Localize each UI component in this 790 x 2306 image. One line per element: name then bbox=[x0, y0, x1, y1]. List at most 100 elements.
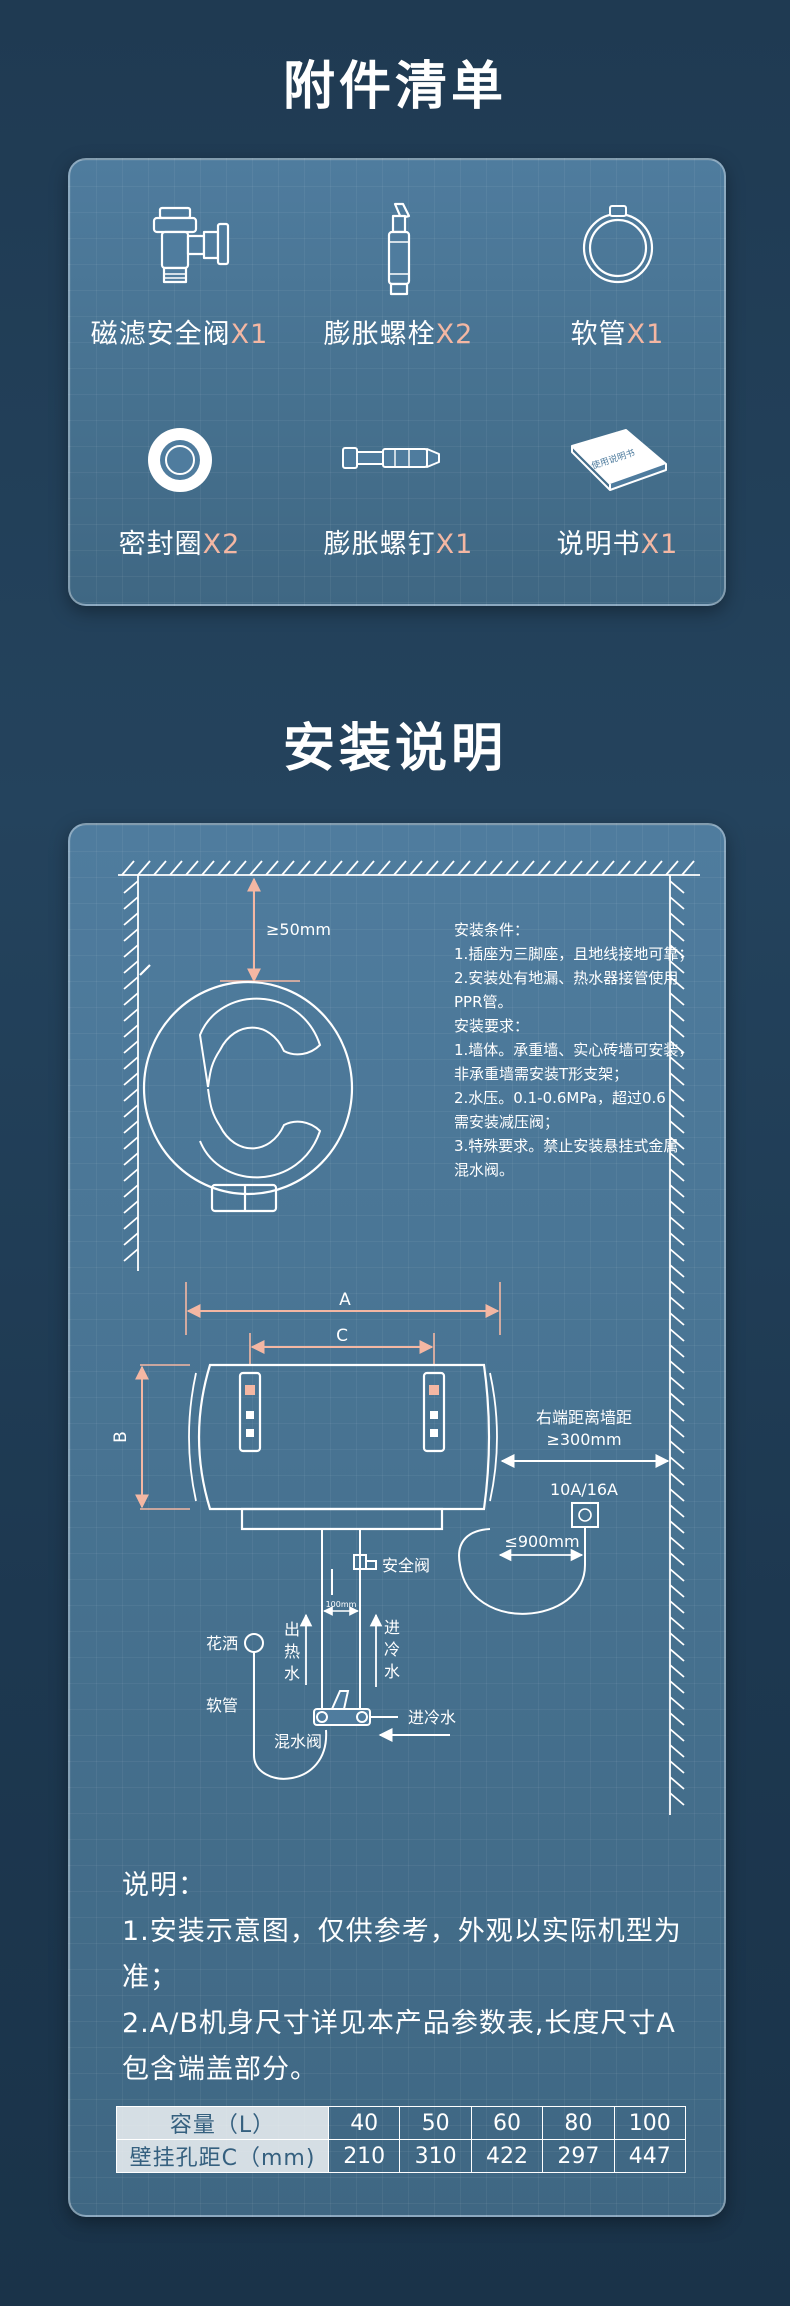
seal-ring-icon bbox=[148, 428, 212, 492]
table-cell: 210 bbox=[327, 2139, 401, 2173]
table-cell: 310 bbox=[399, 2139, 472, 2173]
note-line: 2.水压。0.1-0.6MPa，超过0.6 bbox=[454, 1089, 666, 1107]
hatch-mark bbox=[123, 960, 139, 974]
hatch-mark bbox=[669, 1504, 685, 1518]
hatch-mark bbox=[123, 1232, 139, 1246]
hatch-mark bbox=[669, 1584, 685, 1598]
hatch-mark bbox=[297, 860, 311, 876]
hatch-mark bbox=[669, 1328, 685, 1342]
hatch-mark bbox=[669, 1120, 685, 1134]
svg-text:水: 水 bbox=[384, 1662, 400, 1681]
table-cell: 422 bbox=[470, 2139, 544, 2173]
hatch-mark bbox=[669, 1440, 685, 1454]
hatch-mark bbox=[265, 860, 279, 876]
hatch-mark bbox=[669, 1360, 685, 1374]
hatch-mark bbox=[249, 860, 263, 876]
hatch-mark bbox=[669, 1344, 685, 1358]
hatch-mark bbox=[617, 860, 631, 876]
expansion-screw-icon bbox=[342, 447, 440, 469]
hatch-mark bbox=[669, 880, 685, 894]
svg-text:混水阀: 混水阀 bbox=[274, 1732, 322, 1751]
hatch-mark bbox=[669, 1600, 685, 1614]
table-cell: 40 bbox=[327, 2106, 401, 2140]
hatch-mark bbox=[457, 860, 471, 876]
hatch-mark bbox=[489, 860, 503, 876]
hatch-mark bbox=[669, 976, 685, 990]
install-description: 说明： 1.安装示意图，仅供参考，外观以实际机型为准； 2.A/B机身尺寸详见本… bbox=[122, 1863, 702, 2093]
hatch-mark bbox=[669, 1104, 685, 1118]
hatch-mark bbox=[669, 1664, 685, 1678]
hatch-mark bbox=[123, 1200, 139, 1214]
svg-text:冷: 冷 bbox=[384, 1640, 400, 1659]
hatch-mark bbox=[123, 912, 139, 926]
hatch-mark bbox=[123, 1040, 139, 1054]
hatch-mark bbox=[669, 1248, 685, 1262]
svg-text:A: A bbox=[339, 1290, 351, 1310]
hatch-mark bbox=[669, 1520, 685, 1534]
hatch-mark bbox=[669, 1184, 685, 1198]
ceiling-hatch bbox=[118, 860, 700, 876]
svg-text:花洒: 花洒 bbox=[206, 1634, 238, 1653]
hatch-mark bbox=[123, 1024, 139, 1038]
hatch-mark bbox=[669, 1296, 685, 1310]
hatch-mark bbox=[669, 1216, 685, 1230]
note-line: 需安装减压阀； bbox=[454, 1113, 560, 1131]
hatch-mark bbox=[649, 860, 663, 876]
hatch-mark bbox=[669, 1712, 685, 1726]
note-line: PPR管。 bbox=[454, 993, 513, 1011]
hatch-mark bbox=[669, 1728, 685, 1742]
hole-spacing-label: 壁挂孔距C（mm) bbox=[116, 2139, 329, 2173]
hatch-mark bbox=[601, 860, 615, 876]
hatch-mark bbox=[669, 1408, 685, 1422]
hatch-mark bbox=[669, 1632, 685, 1646]
hatch-mark bbox=[123, 1216, 139, 1230]
table-cell: 297 bbox=[542, 2139, 615, 2173]
hatch-mark bbox=[123, 1104, 139, 1118]
hatch-mark bbox=[669, 992, 685, 1006]
hatch-mark bbox=[669, 1088, 685, 1102]
hatch-mark bbox=[217, 860, 231, 876]
hatch-mark bbox=[569, 860, 583, 876]
install-card: ≥50mm A C B bbox=[68, 823, 726, 2217]
hatch-mark bbox=[123, 1120, 139, 1134]
svg-text:进冷水: 进冷水 bbox=[408, 1708, 456, 1727]
spec-table: 容量（L） 40 50 60 80 100 壁挂孔距C（mm) 210 310 … bbox=[116, 2106, 687, 2173]
accessory-label: 膨胀螺栓X2 bbox=[323, 319, 474, 350]
install-notes: 安装条件： 1.插座为三脚座，且地线接地可靠； 2.安装处有地漏、热水器接管使用… bbox=[454, 918, 714, 1182]
left-wall bbox=[123, 875, 139, 1271]
installation-diagram: ≥50mm A C B bbox=[111, 860, 700, 1815]
hatch-mark bbox=[377, 860, 391, 876]
table-cell: 447 bbox=[613, 2139, 687, 2173]
hatch-mark bbox=[281, 860, 295, 876]
table-row: 壁挂孔距C（mm) 210 310 422 297 447 bbox=[116, 2139, 687, 2173]
hatch-mark bbox=[123, 1152, 139, 1166]
note-line: 安装要求： bbox=[454, 1017, 530, 1035]
hatch-mark bbox=[121, 860, 135, 876]
hatch-mark bbox=[669, 1744, 685, 1758]
note-line: 混水阀。 bbox=[454, 1161, 515, 1179]
svg-text:软管: 软管 bbox=[206, 1696, 238, 1715]
svg-text:安全阀: 安全阀 bbox=[382, 1556, 430, 1575]
hatch-mark bbox=[669, 1232, 685, 1246]
hatch-mark bbox=[669, 1472, 685, 1486]
hatch-mark bbox=[345, 860, 359, 876]
description-heading: 说明： bbox=[122, 1870, 206, 1901]
hatch-mark bbox=[669, 1536, 685, 1550]
table-row: 容量（L） 40 50 60 80 100 bbox=[116, 2106, 687, 2140]
hatch-mark bbox=[123, 1056, 139, 1070]
hatch-mark bbox=[669, 1424, 685, 1438]
hatch-mark bbox=[137, 860, 151, 876]
hatch-mark bbox=[669, 928, 685, 942]
svg-text:热: 热 bbox=[284, 1642, 300, 1661]
description-line: 1.安装示意图，仅供参考，外观以实际机型为准； bbox=[122, 1916, 682, 1993]
hatch-mark bbox=[123, 1072, 139, 1086]
hatch-mark bbox=[537, 860, 551, 876]
hatch-mark bbox=[665, 860, 679, 876]
hatch-mark bbox=[329, 860, 343, 876]
hatch-mark bbox=[185, 860, 199, 876]
hatch-mark bbox=[169, 860, 183, 876]
description-line: 2.A/B机身尺寸详见本产品参数表,长度尺寸A包含端盖部分。 bbox=[122, 2008, 676, 2085]
hatch-mark bbox=[553, 860, 567, 876]
hatch-mark bbox=[669, 1072, 685, 1086]
hatch-mark bbox=[585, 860, 599, 876]
